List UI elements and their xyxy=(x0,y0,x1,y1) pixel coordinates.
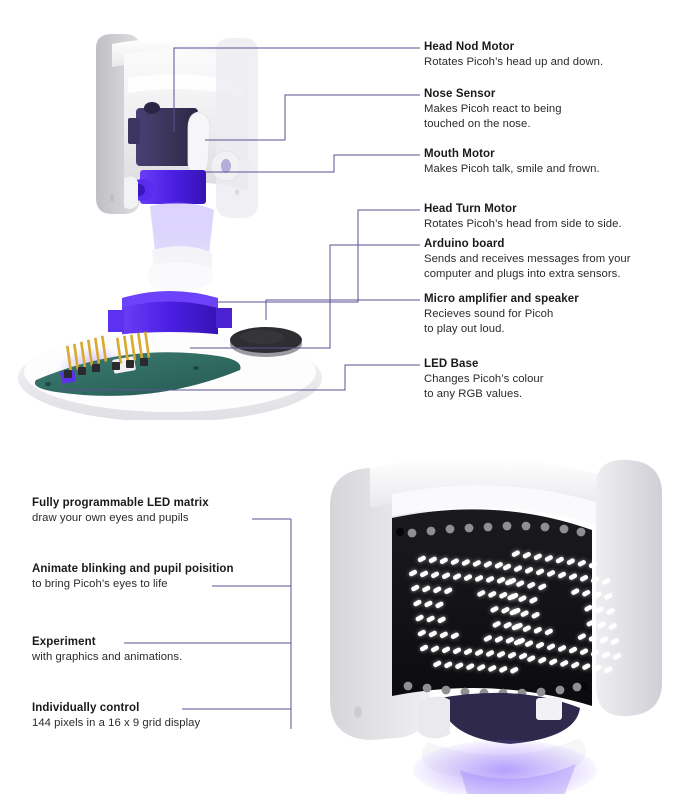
callout-title: Fully programmable LED matrix xyxy=(32,497,209,509)
callout-individually-control: Individually control 144 pixels in a 16 … xyxy=(32,701,200,731)
callout-title: Individually control xyxy=(32,702,140,714)
callout-desc-line: to bring Picoh’s eyes to life xyxy=(32,578,168,590)
head-turn-motor-tab-right xyxy=(216,308,232,328)
callout-title: Head Turn Motor xyxy=(424,203,517,215)
callout-desc-line: Recieves sound for Picoh xyxy=(424,308,554,320)
callout-animate-blinking-and-pupil-poisition: Animate blinking and pupil poisition to … xyxy=(32,562,234,592)
callout-title: Experiment xyxy=(32,636,96,648)
callout-nose-sensor: Nose Sensor Makes Picoh react to being t… xyxy=(424,87,562,131)
callout-desc-line: Sends and receives messages from your xyxy=(424,253,631,265)
pcb-mount-hole-right xyxy=(193,366,199,370)
neck-cup xyxy=(148,262,213,292)
callout-title: LED Base xyxy=(424,358,479,370)
head-nod-motor-tab xyxy=(128,118,140,144)
pcb-header-pins-right xyxy=(112,331,151,370)
callout-head-turn-motor: Head Turn Motor Rotates Picoh’s head fro… xyxy=(424,202,622,232)
led-head-shell-mark xyxy=(354,706,362,718)
nose-sensor-paddle xyxy=(187,111,211,175)
callout-title: Arduino board xyxy=(424,238,505,250)
callout-desc-line: Makes Picoh talk, smile and frown. xyxy=(424,163,600,175)
picoh-led-head-illustration xyxy=(300,440,685,794)
callout-experiment: Experiment with graphics and animations. xyxy=(32,635,182,665)
pcb-mount-hole-left xyxy=(45,382,51,386)
callout-title: Mouth Motor xyxy=(424,148,495,160)
lower-purple-glow xyxy=(413,740,597,794)
callout-desc-line: with graphics and animations. xyxy=(32,651,183,663)
callout-mouth-motor: Mouth Motor Makes Picoh talk, smile and … xyxy=(424,147,600,177)
callout-desc-line: touched on the nose. xyxy=(424,117,531,130)
led-head-svg xyxy=(330,457,662,794)
callout-fully-programmable-led-matrix: Fully programmable LED matrix draw your … xyxy=(32,496,209,526)
callout-desc-line: Rotates Picoh’s head from side to side. xyxy=(424,218,622,230)
callout-desc-line: draw your own eyes and pupils xyxy=(32,512,189,524)
panel-mount-bottom-right xyxy=(580,682,588,690)
callout-desc-line: to any RGB values. xyxy=(424,387,523,400)
callout-desc-line: 144 pixels in a 16 x 9 grid display xyxy=(32,717,201,729)
lower-bracket-left xyxy=(418,696,450,739)
callout-desc-line: Rotates Picoh’s head up and down. xyxy=(424,56,604,68)
callout-title: Nose Sensor xyxy=(424,88,496,100)
lower-bracket-right xyxy=(536,698,562,720)
mouth-motor-shaft xyxy=(238,160,254,171)
callout-micro-amplifier-and-speaker: Micro amplifier and speaker Recieves sou… xyxy=(424,292,579,336)
mouth-motor-horn-hole xyxy=(221,159,231,173)
callout-title: Head Nod Motor xyxy=(424,41,515,53)
head-nod-motor-hub xyxy=(144,102,160,114)
led-head-inner-shelf xyxy=(392,485,608,528)
callout-led-base: LED Base Changes Picoh’s colour to any R… xyxy=(424,357,544,401)
panel-mount-top-left xyxy=(396,528,404,536)
led-head-right-pillar xyxy=(596,459,662,717)
shell-vent-mark xyxy=(110,194,114,202)
speaker-highlight xyxy=(240,330,284,344)
led-left-eye xyxy=(408,555,528,674)
callout-title: Micro amplifier and speaker xyxy=(424,293,579,305)
callout-desc-line: to play out loud. xyxy=(424,322,505,335)
callout-title: Animate blinking and pupil poisition xyxy=(32,563,234,575)
led-row-unlit-top xyxy=(407,521,586,538)
mouth-motor-bracket xyxy=(124,176,138,209)
exploded-view-svg xyxy=(18,34,322,422)
head-turn-motor-tab-left xyxy=(108,310,124,332)
led-panel-board xyxy=(392,509,592,706)
callout-desc-line: Changes Picoh’s colour xyxy=(424,373,544,385)
mouth-motor-body xyxy=(140,170,206,204)
led-right-eye xyxy=(502,550,622,674)
callout-desc-line: Makes Picoh react to being xyxy=(424,103,562,115)
shell-screw-mark xyxy=(235,189,239,195)
picoh-exploded-illustration xyxy=(0,20,340,422)
callout-arduino-board: Arduino board Sends and receives message… xyxy=(424,237,631,281)
callout-head-nod-motor: Head Nod Motor Rotates Picoh’s head up a… xyxy=(424,40,603,70)
callout-desc-line: computer and plugs into extra sensors. xyxy=(424,267,621,280)
